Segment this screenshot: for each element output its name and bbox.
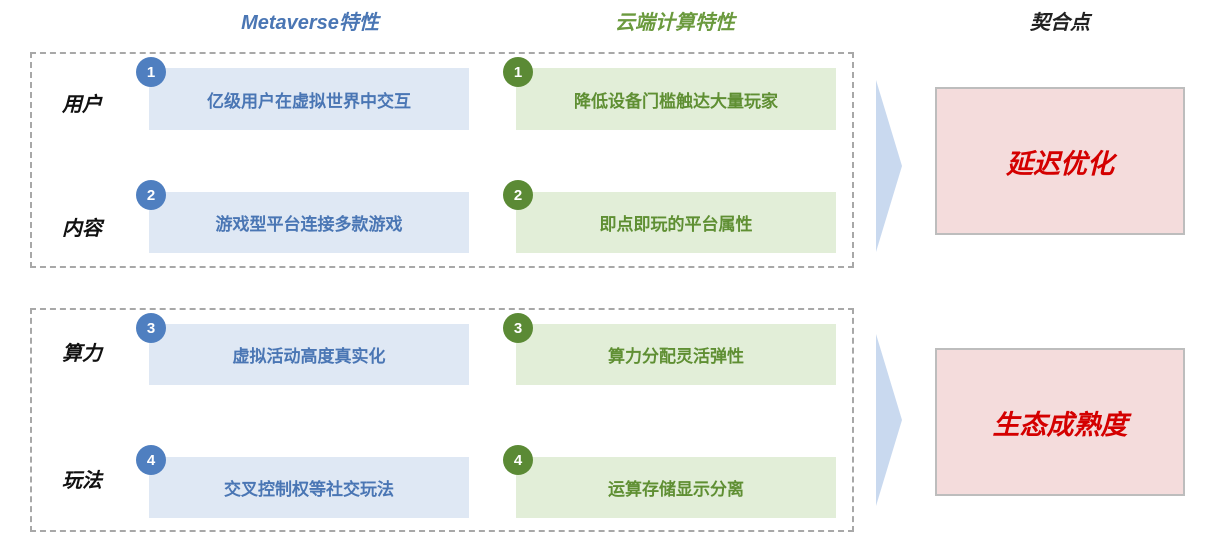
meta-text-compute: 虚拟活动高度真实化 [232,347,386,367]
cloud-text-compute: 算力分配灵活弹性 [608,347,744,367]
arrow-right-icon [876,334,902,506]
cloud-box-compute: 算力分配灵活弹性 [516,324,836,385]
meta-text-content: 游戏型平台连接多款游戏 [215,215,403,235]
result-text-ecosystem: 生态成熟度 [992,409,1128,441]
row-label-content: 内容 [62,216,102,240]
header-fit-point: 契合点 [1030,10,1090,34]
row-label-compute: 算力 [62,341,102,365]
meta-box-user: 亿级用户在虚拟世界中交互 [149,68,469,130]
cloud-text-content: 即点即玩的平台属性 [599,215,753,235]
meta-text-user: 亿级用户在虚拟世界中交互 [207,91,411,112]
result-latency-optimization: 延迟优化 [935,87,1185,235]
row-label-gameplay: 玩法 [62,468,102,492]
group-user-content [30,52,854,268]
header-cloud: 云端计算特性 [615,10,735,34]
header-metaverse: Metaverse特性 [241,12,379,34]
badge-1-meta: 1 [136,57,166,87]
row-label-user: 用户 [62,92,102,116]
cloud-box-user: 降低设备门槛触达大量玩家 [516,68,836,130]
badge-2-cloud: 2 [503,180,533,210]
meta-box-content: 游戏型平台连接多款游戏 [149,192,469,253]
result-text-latency: 延迟优化 [1006,148,1114,180]
badge-2-meta: 2 [136,180,166,210]
meta-box-gameplay: 交叉控制权等社交玩法 [149,457,469,518]
badge-4-cloud: 4 [503,445,533,475]
result-ecosystem-maturity: 生态成熟度 [935,348,1185,496]
badge-4-meta: 4 [136,445,166,475]
group-compute-gameplay [30,308,854,532]
cloud-box-content: 即点即玩的平台属性 [516,192,836,253]
badge-3-cloud: 3 [503,313,533,343]
meta-text-gameplay: 交叉控制权等社交玩法 [224,480,394,500]
arrow-right-icon [876,80,902,252]
badge-3-meta: 3 [136,313,166,343]
cloud-text-user: 降低设备门槛触达大量玩家 [574,91,778,112]
cloud-text-gameplay: 运算存储显示分离 [608,480,744,500]
badge-1-cloud: 1 [503,57,533,87]
meta-box-compute: 虚拟活动高度真实化 [149,324,469,385]
cloud-box-gameplay: 运算存储显示分离 [516,457,836,518]
